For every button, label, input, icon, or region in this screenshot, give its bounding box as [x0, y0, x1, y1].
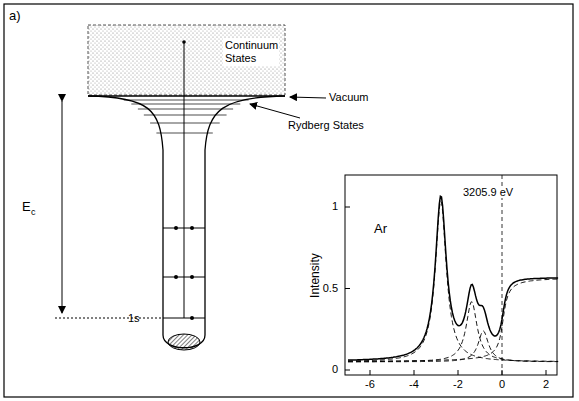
energy-subscript: c [31, 208, 36, 218]
tick-label: 0 [499, 378, 505, 390]
level-label: Rydberg States [288, 119, 364, 131]
panel-letter: a) [9, 9, 21, 23]
energy-symbol: E [22, 200, 31, 214]
axis-title: Intensity [308, 254, 321, 299]
tick-label: 1 [332, 200, 338, 212]
tick-label: -2 [453, 378, 463, 390]
energy-value: 3205.9 eV [462, 186, 514, 198]
tick-label: 2 [543, 378, 549, 390]
level-label: Vacuum [329, 91, 369, 103]
tick-label: 0.5 [323, 282, 338, 294]
tick-label: 0 [332, 363, 338, 375]
band-label: Continuum States [223, 38, 279, 65]
tick-label: -4 [409, 378, 419, 390]
level-label: 1s [128, 312, 140, 324]
continuum-band: Continuum States [88, 25, 285, 95]
element-label: Ar [373, 222, 388, 236]
tick-label: -6 [365, 378, 375, 390]
